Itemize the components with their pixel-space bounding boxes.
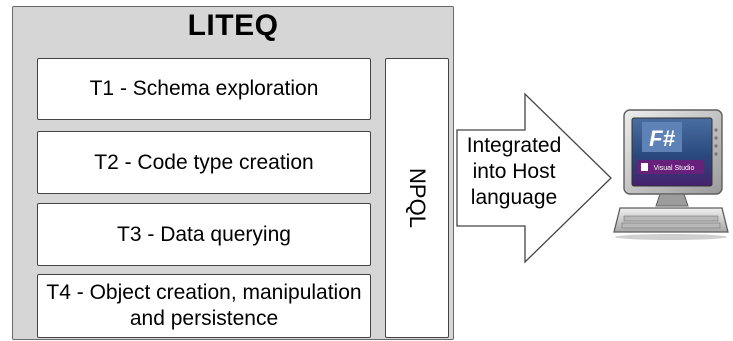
arrow-label-line-3: language (470, 186, 558, 209)
npql-label: NPQL (405, 168, 430, 228)
npql-box: NPQL (385, 58, 449, 338)
task-t4-box: T4 - Object creation, manipulation and p… (37, 274, 371, 338)
task-t3-box: T3 - Data querying (37, 203, 371, 266)
fsharp-logo-text: F# (649, 126, 675, 151)
integration-arrow (456, 92, 612, 264)
task-t2-label: T2 - Code type creation (94, 150, 314, 174)
task-t3-label: T3 - Data querying (117, 222, 291, 246)
task-t4-label: T4 - Object creation, manipulation and p… (46, 281, 362, 330)
task-t2-box: T2 - Code type creation (37, 131, 371, 194)
task-t1-label: T1 - Schema exploration (89, 77, 319, 100)
arrow-label-line-2: into Host (472, 160, 556, 183)
liteq-title: LITEQ (187, 9, 279, 42)
liteq-framework-box: LITEQ T1 - Schema exploration T2 - Code … (12, 6, 454, 340)
arrow-label: Integrated into Host language (456, 133, 572, 211)
arrow-label-line-1: Integrated (466, 134, 562, 157)
computer-icon: F# Visual Studio (613, 109, 729, 240)
visual-studio-label: Visual Studio (654, 165, 695, 172)
task-t1-box: T1 - Schema exploration (37, 58, 371, 120)
